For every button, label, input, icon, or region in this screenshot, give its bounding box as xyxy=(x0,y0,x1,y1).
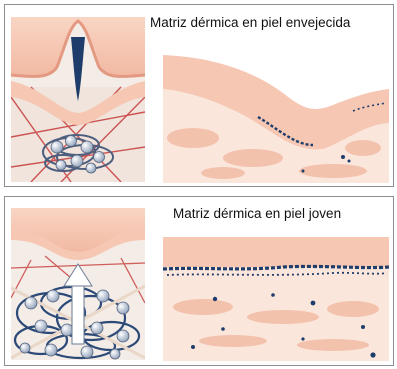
aged-skin-label: Matriz dérmica en piel envejecida xyxy=(150,15,350,30)
young-skin-matrix-with-up-arrow-icon xyxy=(11,208,145,360)
young-skin-micrograph xyxy=(163,237,389,361)
young-skin-label: Matriz dérmica en piel joven xyxy=(173,206,341,221)
aged-skin-micrograph xyxy=(163,53,389,183)
wrinkled-skin-aged-matrix-icon xyxy=(11,17,145,182)
aged-skin-panel: Matriz dérmica en piel envejecida xyxy=(4,4,394,187)
young-skin-panel: Matriz dérmica en piel joven xyxy=(4,196,394,366)
